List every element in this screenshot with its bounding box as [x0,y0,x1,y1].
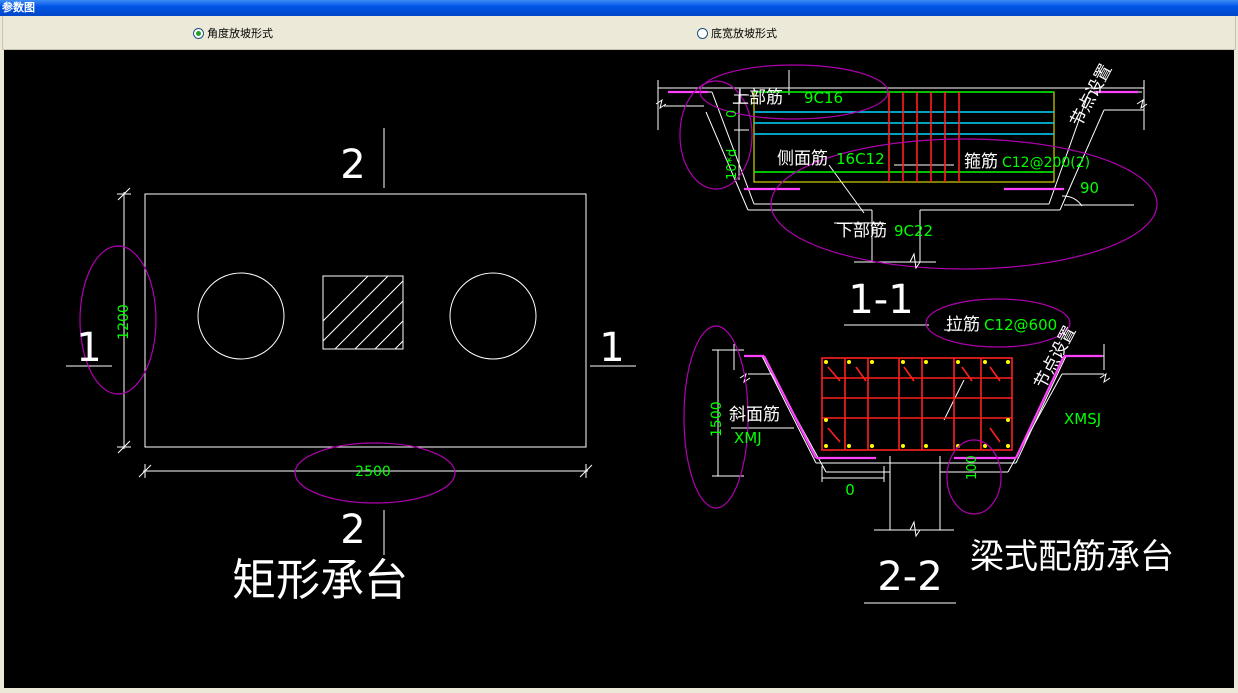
section-1-title: 1-1 [848,277,913,323]
section-2-bar-dots [824,360,1010,448]
slope-bar-code: XMJ [734,429,762,447]
plan-view [66,128,636,555]
section-1-highlights [679,64,1158,270]
column-hatch-box [322,275,404,350]
top-bar-label: 上部筋 [732,88,783,108]
section-1-stirrups [888,92,960,182]
window-titlebar: 参数图 [0,0,1238,16]
plan-dim-height: 1200 [116,304,132,340]
radio-unselected-icon[interactable] [697,27,708,39]
stirrup-label: 箍筋 [964,152,998,172]
section-2-title: 2-2 [877,554,942,600]
bottom-bar-label: 下部筋 [836,221,887,241]
plan-outline [144,193,587,448]
radio-bottom-width-slope[interactable]: 底宽放坡形式 [697,25,777,41]
section-2-dim-bottom: 0 [845,481,855,499]
right-caption: 梁式配筋承台 [970,537,1174,577]
radio-selected-icon[interactable] [193,27,204,39]
section-1-1 [655,70,1148,263]
radio-bottom-width-slope-label[interactable]: 底宽放坡形式 [711,27,777,40]
pile-circle-right [449,272,537,360]
column-hatch-lines [323,276,403,349]
plan-section-mark-1-left: 1 [76,325,101,371]
section-2-slope-bars [744,354,1102,460]
plan-highlights [79,245,456,504]
plan-caption: 矩形承台 [232,555,408,606]
bottom-bar-value: 9C22 [894,222,933,240]
tie-bar-value: C12@600 [984,316,1057,334]
slope-bar-label: 斜面筋 [729,405,780,425]
cad-drawing: 2 2 1 1 矩形承台 1200 2500 [4,50,1234,688]
plan-section-mark-2-bottom: 2 [340,507,365,553]
section-1-dim-top: 0 [725,110,740,118]
plan-section-mark-1-right: 1 [599,325,624,371]
slope-code-right: XMSJ [1064,410,1101,428]
section-2-rebars [822,358,1012,450]
window-title: 参数图 [2,1,35,14]
side-bar-label: 侧面筋 [777,149,828,169]
section-2-cage [821,357,1013,451]
section-2-dim-cover: 100 [965,455,980,480]
drawing-canvas: 2 2 1 1 矩形承台 1200 2500 [4,50,1234,688]
radio-angle-slope[interactable]: 角度放坡形式 [193,25,273,41]
side-bar-value: 16C12 [836,150,885,168]
section-2-highlights [683,298,1071,515]
plan-section-mark-2-top: 2 [340,142,365,188]
top-bar-value: 9C16 [804,89,843,107]
option-bar: 角度放坡形式 底宽放坡形式 [2,16,1236,50]
pile-circle-left [197,272,285,360]
section-1-angle: 90 [1080,179,1099,197]
section-2-2 [712,252,1111,538]
stirrup-value: C12@200(2) [1002,155,1090,171]
section-1-dim-side: 10*d [725,149,740,180]
section-1-slope-bars [668,90,1138,191]
radio-angle-slope-label[interactable]: 角度放坡形式 [207,27,273,40]
tie-bar-label: 拉筋 [946,315,980,335]
section-2-dim-height: 1500 [709,401,725,437]
plan-dim-width: 2500 [355,464,391,480]
